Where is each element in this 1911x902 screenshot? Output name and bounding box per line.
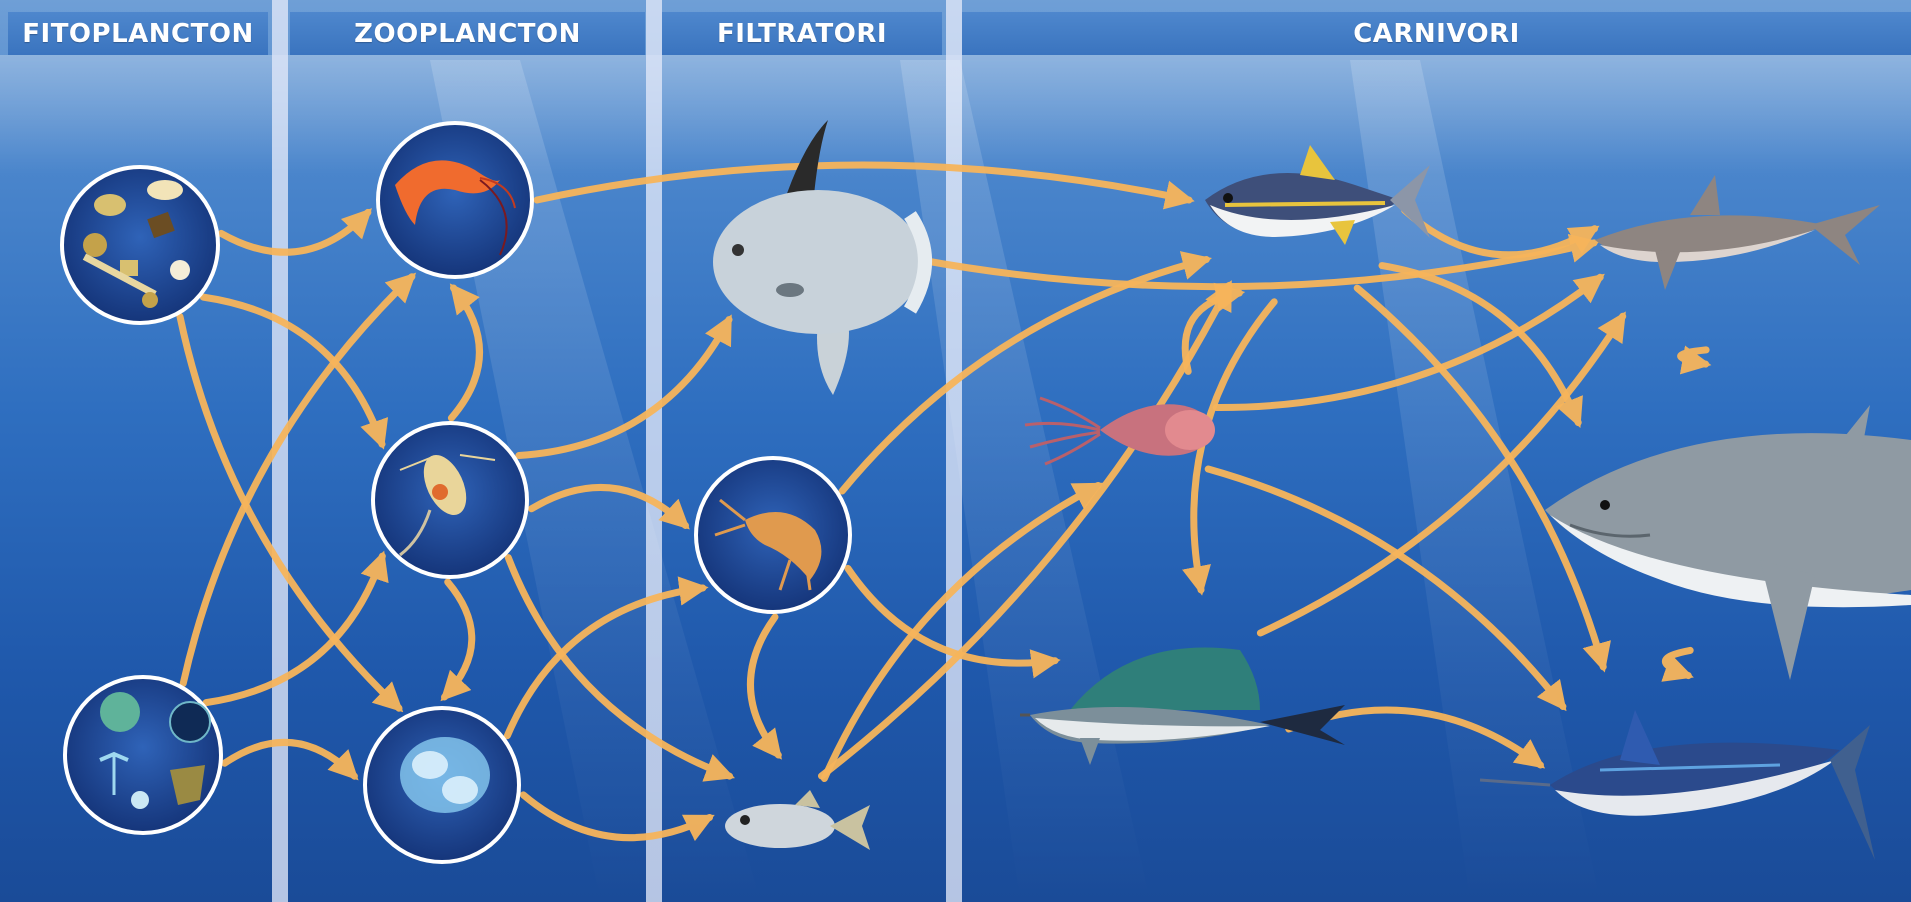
great-white-shark-icon <box>1545 405 1911 680</box>
arrow-sunfish-to-small-shark <box>918 243 1594 287</box>
copepod-icon <box>373 423 527 577</box>
phytoplankton-diatoms-icon <box>62 167 218 323</box>
arrow-dinoflagellates-to-jellyfish <box>225 742 355 776</box>
squid-icon <box>1025 398 1215 464</box>
arrow-tuna-to-sailfish <box>1194 302 1274 590</box>
arrow-marlin-to-great-white-shark <box>1665 650 1690 675</box>
arrow-copepod-to-jellyfish <box>445 582 472 697</box>
small-fish-icon <box>725 790 870 850</box>
arrow-amphipod-to-small-fish <box>750 617 778 755</box>
arrow-copepod-to-shrimp <box>451 288 479 418</box>
small-shark-icon <box>1595 175 1880 290</box>
shrimp-icon <box>378 123 532 277</box>
arrow-shrimp-to-tuna <box>537 165 1189 200</box>
jellyfish-icon <box>365 708 519 862</box>
phytoplankton-dinoflagellates-icon <box>65 677 221 833</box>
sunfish-icon <box>713 120 925 395</box>
amphipod-icon <box>696 458 850 612</box>
arrow-small-shark-to-great-white-shark <box>1681 350 1706 364</box>
arrow-dinoflagellates-to-copepod <box>206 556 382 702</box>
arrow-diatoms-to-shrimp <box>221 212 368 252</box>
arrow-diatoms-to-jellyfish <box>180 317 399 709</box>
